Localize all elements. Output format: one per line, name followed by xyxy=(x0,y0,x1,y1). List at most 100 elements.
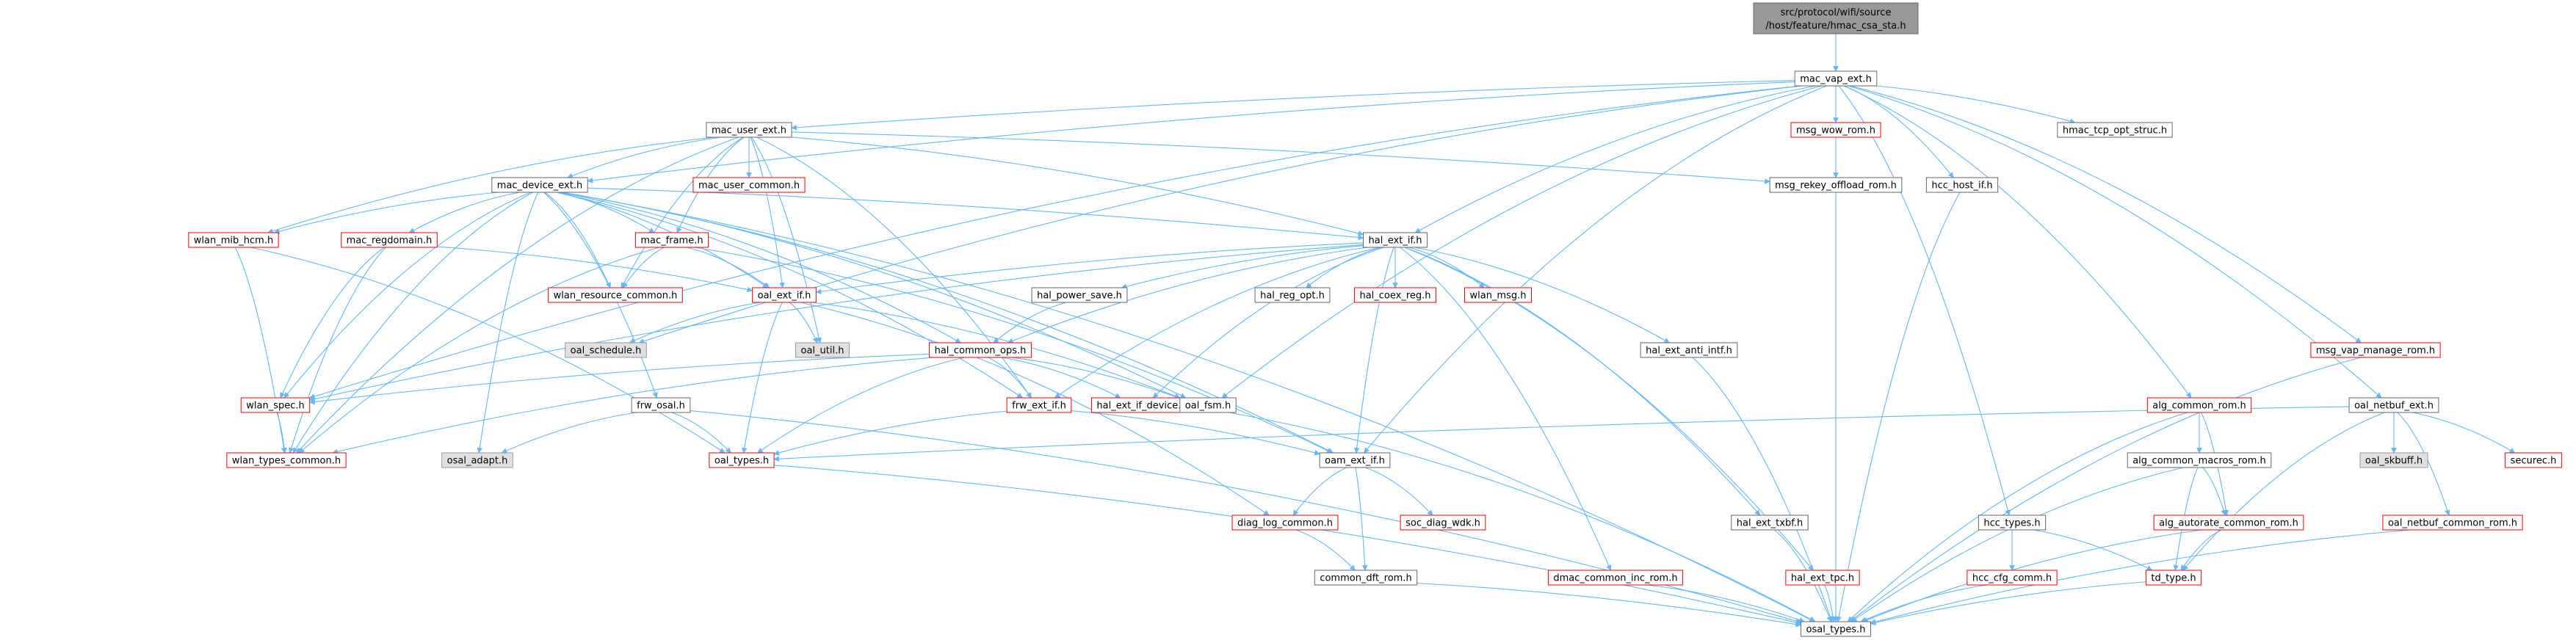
node-mac-user-common[interactable]: mac_user_common.h xyxy=(692,177,806,193)
node-osal-adapt[interactable]: osal_adapt.h xyxy=(441,452,513,468)
node-dmac-common-inc-rom[interactable]: dmac_common_inc_rom.h xyxy=(1547,570,1684,586)
node-oal-netbuf-common-rom[interactable]: oal_netbuf_common_rom.h xyxy=(2382,514,2523,531)
node-oal-netbuf-ext[interactable]: oal_netbuf_ext.h xyxy=(2348,397,2439,413)
node-label: hal_ext_if_device.h xyxy=(1096,401,1187,412)
node-soc-diag-wdk[interactable]: soc_diag_wdk.h xyxy=(1400,514,1486,531)
node-common-dft-rom[interactable]: common_dft_rom.h xyxy=(1314,570,1418,586)
node-box xyxy=(692,177,806,193)
node-label: oal_types.h xyxy=(714,456,769,467)
node-wlan-msg[interactable]: wlan_msg.h xyxy=(1464,287,1533,303)
edge-mac-frame-to-wlan-types-common xyxy=(298,247,659,454)
node-hal-common-ops[interactable]: hal_common_ops.h xyxy=(929,342,1032,358)
node-frw-osal[interactable]: frw_osal.h xyxy=(631,397,691,413)
edge-alg-common-rom-to-alg-autorate-common-rom xyxy=(2201,412,2229,516)
node-hal-coex-reg[interactable]: hal_coex_reg.h xyxy=(1353,287,1437,303)
node-alg-common-macros-rom[interactable]: alg_common_macros_rom.h xyxy=(2127,452,2272,468)
node-securec[interactable]: securec.h xyxy=(2505,452,2562,468)
node-msg-wow-rom[interactable]: msg_wow_rom.h xyxy=(1790,122,1881,138)
edge-hal-ext-if-to-hal-ext-txbf xyxy=(1405,247,1761,516)
node-label: frw_ext_if.h xyxy=(1012,401,1066,412)
node-label: msg_wow_rom.h xyxy=(1796,126,1875,137)
node-hal-reg-opt[interactable]: hal_reg_opt.h xyxy=(1254,287,1331,303)
node-box xyxy=(2505,452,2562,468)
node-label: soc_diag_wdk.h xyxy=(1405,518,1480,529)
edge-mac-vap-ext-to-alg-common-rom xyxy=(1843,85,2192,399)
edge-oam-ext-if-to-soc-diag-wdk xyxy=(1364,467,1433,516)
node-mac-vap-ext[interactable]: mac_vap_ext.h xyxy=(1794,70,1878,87)
edge-mac-user-ext-to-wlan-types-common xyxy=(296,137,739,454)
node-wlan-mib-hcm[interactable]: wlan_mib_hcm.h xyxy=(188,232,279,248)
node-alg-autorate-common-rom[interactable]: alg_autorate_common_rom.h xyxy=(2153,514,2304,531)
node-hmac-tcp-opt-struc[interactable]: hmac_tcp_opt_struc.h xyxy=(2057,122,2173,138)
node-wlan-types-common[interactable]: wlan_types_common.h xyxy=(226,452,347,468)
node-label: hal_ext_if.h xyxy=(1369,236,1422,247)
edge-layer xyxy=(234,34,2516,628)
node-oal-fsm[interactable]: oal_fsm.h xyxy=(1179,397,1237,413)
edge-mac-vap-ext-to-oam-ext-if xyxy=(1364,85,1827,454)
edge-hal-ext-if-to-hal-common-ops xyxy=(1007,247,1368,344)
node-label: wlan_msg.h xyxy=(1469,291,1526,302)
node-box xyxy=(1640,342,1738,358)
node-hcc-types[interactable]: hcc_types.h xyxy=(1978,514,2047,531)
node-box xyxy=(706,122,792,138)
edge-mac-vap-ext-to-msg-vap-manage-rom xyxy=(1850,85,2362,343)
edge-oal-types-to-osal-types xyxy=(774,465,1802,625)
node-oal-types[interactable]: oal_types.h xyxy=(709,452,775,468)
edge-common-dft-rom-to-osal-types xyxy=(1417,583,1802,628)
node-label: hal_common_ops.h xyxy=(935,346,1027,357)
node-wlan-spec[interactable]: wlan_spec.h xyxy=(240,397,311,413)
node-box xyxy=(2146,397,2252,413)
node-label: alg_common_rom.h xyxy=(2152,401,2246,412)
node-mac-user-ext[interactable]: mac_user_ext.h xyxy=(706,122,792,138)
edge-hal-ext-if-to-dmac-common-inc-rom xyxy=(1400,247,1612,571)
node-mac-frame[interactable]: mac_frame.h xyxy=(634,232,709,248)
node-wlan-resource-common[interactable]: wlan_resource_common.h xyxy=(548,287,683,303)
edge-hal-common-ops-to-hal-ext-if-device xyxy=(1002,357,1121,399)
node-box xyxy=(709,452,775,468)
node-label: hal_ext_txbf.h xyxy=(1737,518,1803,529)
edge-mac-user-ext-to-oal-ext-if xyxy=(750,137,785,288)
node-label: mac_frame.h xyxy=(640,236,703,247)
node-box xyxy=(2127,452,2272,468)
edge-hal-power-save-to-hal-common-ops xyxy=(993,302,1067,343)
edge-mac-device-ext-to-wlan-mib-hcm xyxy=(273,192,499,234)
node-hal-ext-anti-intf[interactable]: hal_ext_anti_intf.h xyxy=(1640,342,1738,358)
node-label: dmac_common_inc_rom.h xyxy=(1553,573,1677,584)
edge-mac-vap-ext-to-oal-netbuf-ext xyxy=(1848,85,2382,399)
node-osal-types[interactable]: osal_types.h xyxy=(1801,621,1871,637)
node-hal-ext-if-device[interactable]: hal_ext_if_device.h xyxy=(1090,397,1193,413)
node-oal-util[interactable]: oal_util.h xyxy=(795,342,850,358)
node-hal-ext-if[interactable]: hal_ext_if.h xyxy=(1363,232,1428,248)
node-oal-skbuff[interactable]: oal_skbuff.h xyxy=(2359,452,2428,468)
edge-hcc-host-if-to-osal-types xyxy=(1836,192,1961,622)
node-label: hal_ext_anti_intf.h xyxy=(1646,346,1732,357)
edge-mac-vap-ext-to-oal-fsm xyxy=(1221,85,1822,399)
node-oam-ext-if[interactable]: oam_ext_if.h xyxy=(1319,452,1391,468)
node-hal-ext-tpc[interactable]: hal_ext_tpc.h xyxy=(1785,570,1860,586)
node-diag-log-common[interactable]: diag_log_common.h xyxy=(1231,514,1339,531)
node-frw-ext-if[interactable]: frw_ext_if.h xyxy=(1006,397,1072,413)
node-td-type[interactable]: td_type.h xyxy=(2145,570,2202,586)
edge-mac-device-ext-to-osal-types xyxy=(561,192,1815,622)
node-alg-common-rom[interactable]: alg_common_rom.h xyxy=(2146,397,2252,413)
node-mac-regdomain[interactable]: mac_regdomain.h xyxy=(341,232,438,248)
node-hal-ext-txbf[interactable]: hal_ext_txbf.h xyxy=(1731,514,1809,531)
node-hcc-cfg-comm[interactable]: hcc_cfg_comm.h xyxy=(1967,570,2058,586)
node-label: mac_user_ext.h xyxy=(712,126,786,137)
node-hal-power-save[interactable]: hal_power_save.h xyxy=(1031,287,1128,303)
edge-mac-vap-ext-to-hmac-tcp-opt-struc xyxy=(1875,85,2076,124)
node-box xyxy=(1353,287,1437,303)
node-hcc-host-if[interactable]: hcc_host_if.h xyxy=(1925,177,1999,193)
node-msg-rekey-offload-rom[interactable]: msg_rekey_offload_rom.h xyxy=(1769,177,1903,193)
edge-hal-ext-tpc-to-osal-types xyxy=(1824,584,1837,622)
node-mac-device-ext[interactable]: mac_device_ext.h xyxy=(491,177,588,193)
node-oal-schedule[interactable]: oal_schedule.h xyxy=(565,342,647,358)
edge-frw-osal-to-oal-types xyxy=(671,412,731,454)
node-msg-vap-manage-rom[interactable]: msg_vap_manage_rom.h xyxy=(2310,342,2441,358)
node-label: hal_reg_opt.h xyxy=(1260,291,1325,302)
node-box xyxy=(1790,122,1881,138)
node-box xyxy=(1978,514,2047,531)
node-oal-ext-if[interactable]: oal_ext_if.h xyxy=(752,287,817,303)
edge-mac-vap-ext-to-hcc-types xyxy=(1838,85,2011,516)
